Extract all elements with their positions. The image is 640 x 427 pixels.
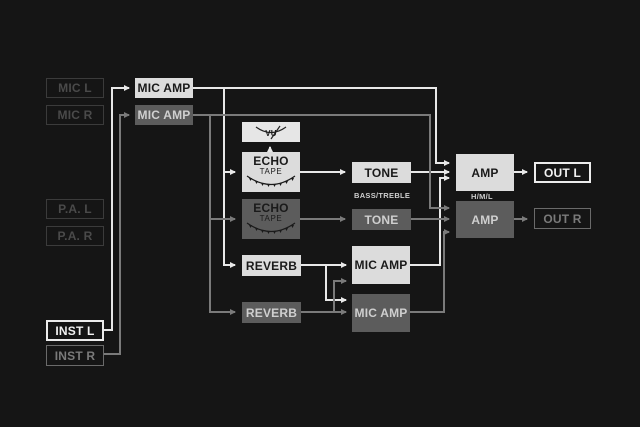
- wire-mix-amp-to-amp: [410, 175, 450, 266]
- amp-caption: H/M/L: [471, 192, 493, 201]
- wire-reverb-r-cross: [333, 278, 347, 312]
- input-inst-r: INST R: [46, 345, 104, 366]
- mix-mic-amp-lower: MIC AMP: [352, 294, 410, 332]
- left-channel-wires: [104, 85, 528, 331]
- echo-top-sub: TAPE: [259, 167, 283, 176]
- tape-reel-icon: [246, 222, 296, 234]
- wire-inst-l-to-mic-amp: [104, 85, 130, 331]
- echo-tape-top: ECHO TAPE: [242, 152, 300, 192]
- input-pa-l: P.A. L: [46, 199, 104, 219]
- wire-mic-amp-r-to-amp: [193, 114, 450, 211]
- wire-to-reverb-bottom: [209, 115, 236, 315]
- output-out-l: OUT L: [534, 162, 591, 183]
- tone-bottom: TONE: [352, 209, 411, 230]
- echo-tape-bottom: ECHO TAPE: [242, 199, 300, 239]
- vu-meter: VU: [242, 122, 300, 142]
- input-mic-l: MIC L: [46, 78, 104, 98]
- input-mic-r: MIC R: [46, 105, 104, 125]
- tape-reel-icon: [246, 175, 296, 187]
- tone-top: TONE: [352, 162, 411, 183]
- mic-amp-top: MIC AMP: [135, 78, 193, 98]
- right-channel-wires: [104, 112, 528, 355]
- echo-bottom-title: ECHO: [253, 201, 289, 215]
- echo-bottom-sub: TAPE: [259, 214, 283, 223]
- mix-mic-amp-upper: MIC AMP: [352, 246, 410, 284]
- tone-caption: BASS/TREBLE: [354, 191, 411, 200]
- amp-bottom: AMP: [456, 201, 514, 238]
- input-pa-r: P.A. R: [46, 226, 104, 246]
- wire-mic-amp-to-amp: [193, 87, 450, 166]
- mic-amp-bottom: MIC AMP: [135, 105, 193, 125]
- wire-inst-r-to-mic-amp: [104, 112, 130, 355]
- wire-to-reverb-top: [223, 88, 236, 268]
- amp-top: AMP: [456, 154, 514, 191]
- wire-reverb-cross: [325, 265, 347, 303]
- vu-needle-icon: [255, 125, 287, 140]
- reverb-bottom: REVERB: [242, 302, 301, 323]
- vu-label: VU: [265, 128, 277, 138]
- echo-top-title: ECHO: [253, 154, 289, 168]
- output-out-r: OUT R: [534, 208, 591, 229]
- reverb-top: REVERB: [242, 255, 301, 276]
- wire-mix-amp-r-to-amp: [410, 229, 450, 313]
- input-inst-l: INST L: [46, 320, 104, 341]
